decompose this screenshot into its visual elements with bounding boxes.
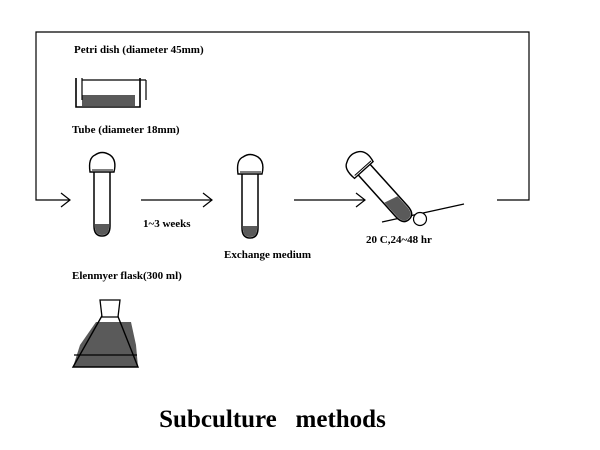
tube-2-cap [236,153,264,175]
slant-cap [345,150,374,180]
slant-tube [345,150,465,227]
loop-arrowhead [60,192,71,208]
diagram-caption: Subculture methods [159,406,386,433]
tube-1-cap [88,151,116,173]
petri-dish-label: Petri dish (diameter 45mm) [74,44,204,56]
loop-back-line [35,31,530,201]
tube-2-medium [243,226,257,237]
exchange-medium-label: Exchange medium [224,249,312,261]
tube-1 [88,151,116,237]
petri-medium [82,95,135,106]
tube-1-medium [95,224,109,235]
slant-medium [384,196,411,221]
arrow-2 [294,192,366,208]
flask-label: Elenmyer flask(300 ml) [72,270,182,282]
flask-medium [73,322,138,367]
incubation-label: 20 C,24~48 hr [366,234,432,246]
roller [412,211,428,227]
petri-dish [75,78,147,108]
tube-label: Tube (diameter 18mm) [72,124,180,136]
erlenmeyer-flask [71,299,140,368]
arrow-1 [141,192,213,208]
duration-label: 1~3 weeks [143,218,191,230]
flask-stopper [99,299,121,318]
tube-2 [236,153,264,239]
